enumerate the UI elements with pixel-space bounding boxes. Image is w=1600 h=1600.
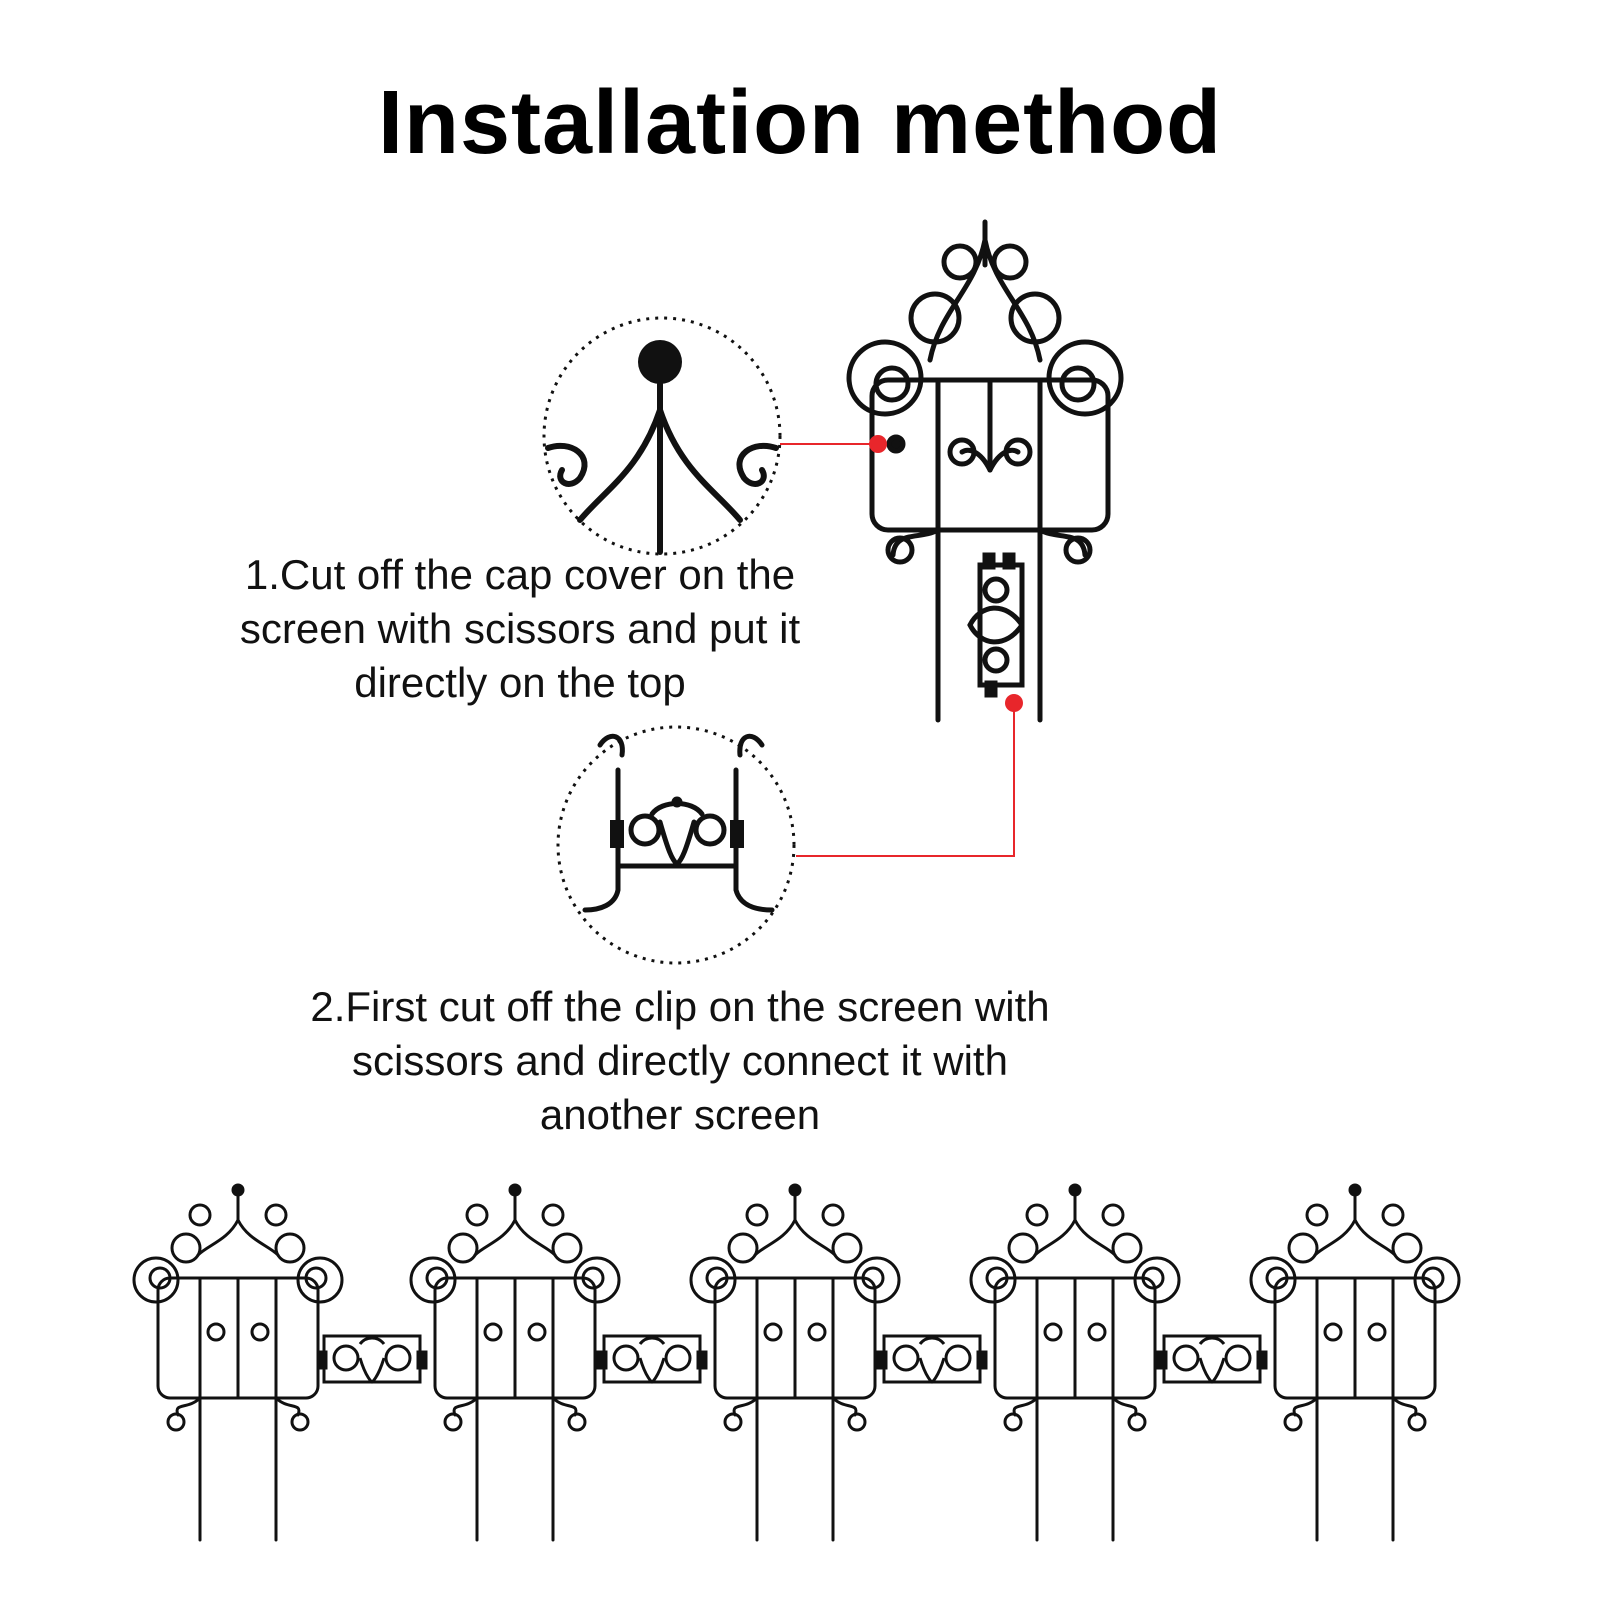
fence-panel-3	[689, 1183, 901, 1542]
step-2-line-3: another screen	[539, 1091, 821, 1138]
step-2-line-1: 2.First cut off the clip on the screen w…	[310, 983, 1050, 1030]
fence-clip-2	[596, 1334, 708, 1384]
callout-dot-cap	[869, 435, 887, 453]
callout-lines	[780, 443, 1015, 857]
zoom-cap-detail	[542, 316, 782, 556]
fence-panel-1	[132, 1183, 344, 1542]
fence-panel-5	[1249, 1183, 1461, 1542]
fence-panel-4	[969, 1183, 1181, 1542]
step-1-line-2: screen with scissors and put it	[239, 605, 801, 652]
fence-panel-2	[409, 1183, 621, 1542]
step-1-line-1: 1.Cut off the cap cover on the	[244, 551, 796, 598]
page-title: Installation method	[377, 73, 1223, 173]
zoom-clip-detail	[556, 725, 796, 965]
connected-fence-row	[132, 1183, 1461, 1542]
step-2-text: 2.First cut off the clip on the screen w…	[250, 980, 1110, 1142]
fence-clip-4	[1156, 1334, 1268, 1384]
step-2-line-2: scissors and directly connect it with	[352, 1037, 1008, 1084]
step-1-text: 1.Cut off the cap cover on the screen wi…	[190, 548, 850, 710]
callout-dot-clip	[1005, 694, 1023, 712]
fence-panel-large	[846, 219, 1124, 723]
fence-clip-3	[876, 1334, 988, 1384]
fence-clip-1	[316, 1334, 428, 1384]
step-1-line-3: directly on the top	[354, 659, 686, 706]
